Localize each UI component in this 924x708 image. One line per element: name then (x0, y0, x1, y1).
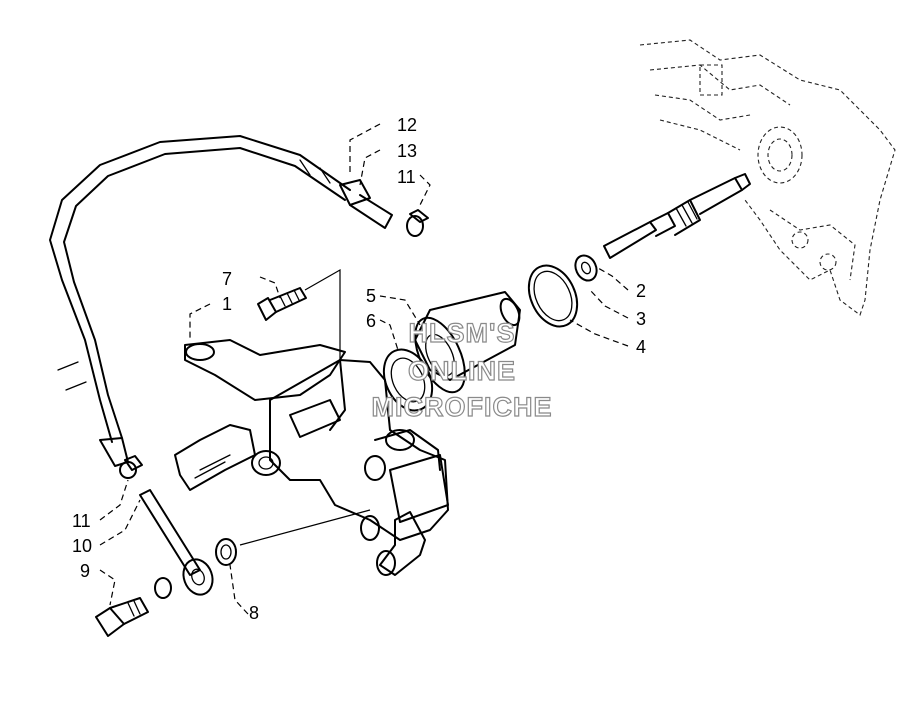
watermark-line-2: ONLINE (408, 356, 516, 386)
gasket-6 (382, 348, 434, 412)
washer-3 (574, 254, 598, 282)
callout-4: 4 (636, 337, 646, 357)
banjo-fitting-10 (139, 489, 214, 596)
bolt-7 (257, 287, 307, 321)
callout-1: 1 (222, 294, 232, 314)
callout-11-bottom: 11 (72, 511, 91, 531)
oil-hose (49, 135, 393, 467)
drive-shaft (603, 173, 751, 259)
callout-8: 8 (249, 603, 259, 623)
callout-5: 5 (366, 286, 376, 306)
watermark-line-3: MICROFICHE (372, 392, 553, 422)
callout-13: 13 (397, 141, 417, 161)
callout-3: 3 (636, 309, 646, 329)
callout-10: 10 (72, 536, 92, 556)
hose-clamp-top (406, 209, 429, 237)
leader-lines (99, 123, 629, 615)
callout-9: 9 (80, 561, 90, 581)
washer-8 (215, 538, 237, 566)
callout-12: 12 (397, 115, 417, 135)
callout-11-top: 11 (397, 167, 416, 187)
o-ring-4 (527, 264, 579, 328)
callout-7: 7 (222, 269, 232, 289)
engine-casing (639, 39, 896, 316)
callout-6: 6 (366, 311, 376, 331)
callout-2: 2 (636, 281, 646, 301)
callout-labels: 12 13 11 7 1 5 6 2 3 4 11 10 9 8 (72, 115, 646, 623)
hose-clamp-bottom (119, 455, 143, 479)
watermark-line-1: HLSM'S (409, 318, 516, 348)
watermark: HLSM'S ONLINE MICROFICHE (371, 317, 553, 422)
pump-cap-5 (414, 291, 521, 394)
oil-pump-body (174, 339, 449, 576)
banjo-bolt-9 (95, 577, 172, 637)
